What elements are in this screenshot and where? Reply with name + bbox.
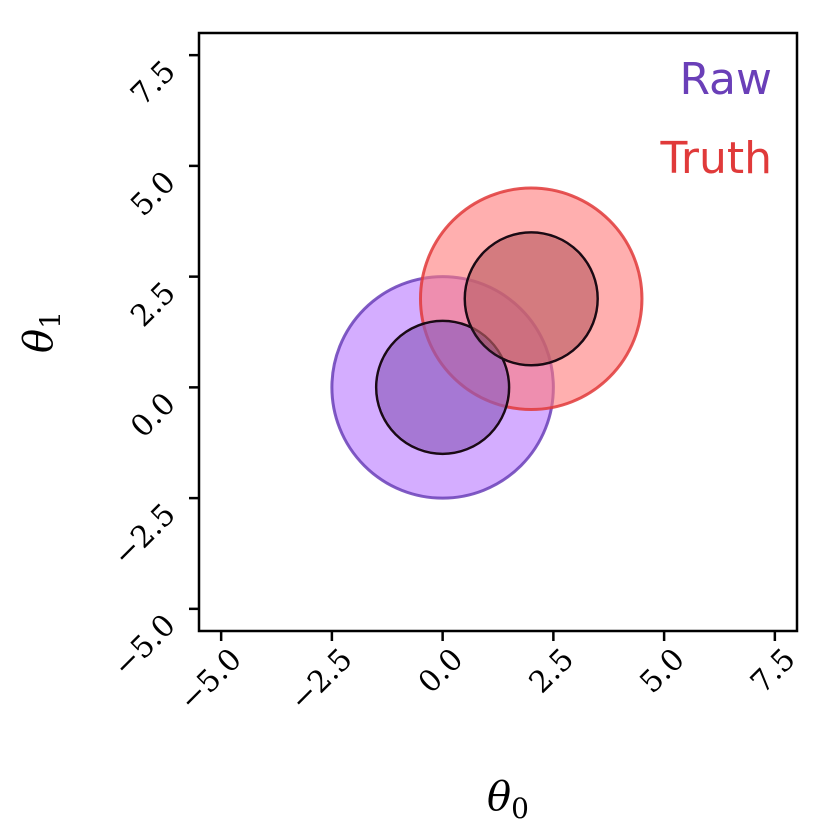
x-tick-label: −5.0 <box>173 642 249 718</box>
x-tick-label: 0.0 <box>412 642 470 700</box>
plot-area <box>330 186 644 500</box>
y-axis-label: θ1 <box>16 311 67 353</box>
x-tick-label: 7.5 <box>744 642 802 700</box>
y-axis: −5.0 −2.5 0.0 2.5 5.0 7.5 <box>106 53 199 684</box>
legend-entry-truth: Truth <box>659 133 772 184</box>
y-tick-label: 7.5 <box>124 54 182 112</box>
x-axis-label: θ0 <box>487 774 529 825</box>
y-tick-label: 2.5 <box>124 276 182 334</box>
x-tick-label: −2.5 <box>283 642 359 718</box>
x-tick-label: 5.0 <box>633 642 691 700</box>
contour-inner-truth <box>463 231 599 367</box>
y-tick-label: −5.0 <box>106 608 182 684</box>
contour-inner-raw <box>374 319 511 456</box>
legend-entry-raw: Raw <box>679 54 772 105</box>
contour-inner-shade-truth <box>466 233 597 364</box>
x-tick-label: 2.5 <box>523 642 581 700</box>
x-axis-label-text: θ0 <box>487 774 529 825</box>
y-tick-label: 0.0 <box>124 386 182 444</box>
contour-inner-shade-raw <box>377 322 508 453</box>
y-tick-label: −2.5 <box>106 497 182 573</box>
y-axis-label-text: θ1 <box>16 311 67 353</box>
y-tick-label: 5.0 <box>124 165 182 223</box>
plot-frame <box>197 31 799 633</box>
x-axis: −5.0 −2.5 0.0 2.5 5.0 7.5 <box>173 631 803 718</box>
